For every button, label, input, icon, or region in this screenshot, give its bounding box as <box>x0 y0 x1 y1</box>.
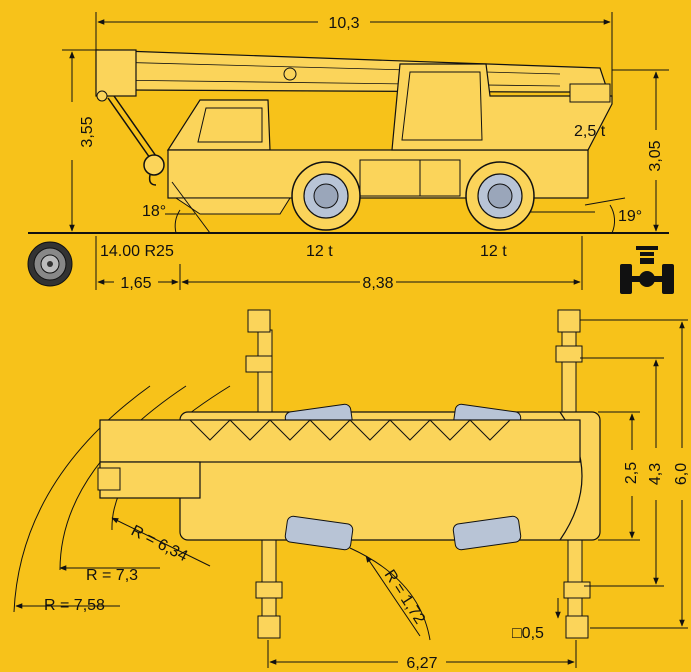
side-wheel-front <box>291 161 361 231</box>
width-43-label: 4,3 <box>647 463 664 485</box>
radius-172-label: R = 1,72 <box>381 567 428 627</box>
front-axle-load-label: 12 t <box>306 243 333 260</box>
departure-angle-line <box>584 197 626 206</box>
departure-angle-label: 19° <box>618 208 642 225</box>
radius-arc-758 <box>13 385 151 613</box>
hook-block <box>107 95 165 186</box>
boom-height-label: 3,55 <box>79 116 96 147</box>
outrigger-rear-bottom <box>563 529 591 639</box>
top-boom <box>97 419 581 499</box>
side-view: 10,3 3,55 3,05 2,5 t 18° 19° 14.00 R25 1… <box>27 12 674 294</box>
side-wheel-rear <box>465 161 535 231</box>
side-boom <box>95 49 609 102</box>
radius-73-label: R = 7,3 <box>86 567 138 584</box>
outrigger-rear-top <box>555 309 583 421</box>
axle-icon <box>620 246 674 294</box>
pad-size-label: □0,5 <box>512 625 544 642</box>
outrigger-front-top <box>245 309 273 421</box>
approach-angle-line <box>171 181 211 234</box>
width-25-label: 2,5 <box>623 462 640 484</box>
radius-758-label: R = 7,58 <box>44 597 105 614</box>
outrigger-span-label: 6,27 <box>406 655 437 672</box>
radius-arc-73 <box>59 385 187 571</box>
approach-angle-label: 18° <box>142 203 166 220</box>
counterweight-label: 2,5 t <box>574 123 606 140</box>
outrigger-front-bottom <box>255 529 283 639</box>
wheelbase-label: 8,38 <box>362 275 393 292</box>
width-60-label: 6,0 <box>673 463 690 485</box>
cab-height-label: 3,05 <box>647 140 664 171</box>
front-overhang-label: 1,65 <box>120 275 151 292</box>
top-view: 2,5 4,3 6,0 R = 6,34 R = 7,3 R = 7,58 R … <box>13 309 690 672</box>
tire-icon <box>27 241 73 287</box>
overall-length-label: 10,3 <box>328 15 359 32</box>
superstructure <box>391 63 613 151</box>
tire-size-label: 14.00 R25 <box>100 243 174 260</box>
rear-axle-load-label: 12 t <box>480 243 507 260</box>
radius-arc-172 <box>349 547 431 641</box>
